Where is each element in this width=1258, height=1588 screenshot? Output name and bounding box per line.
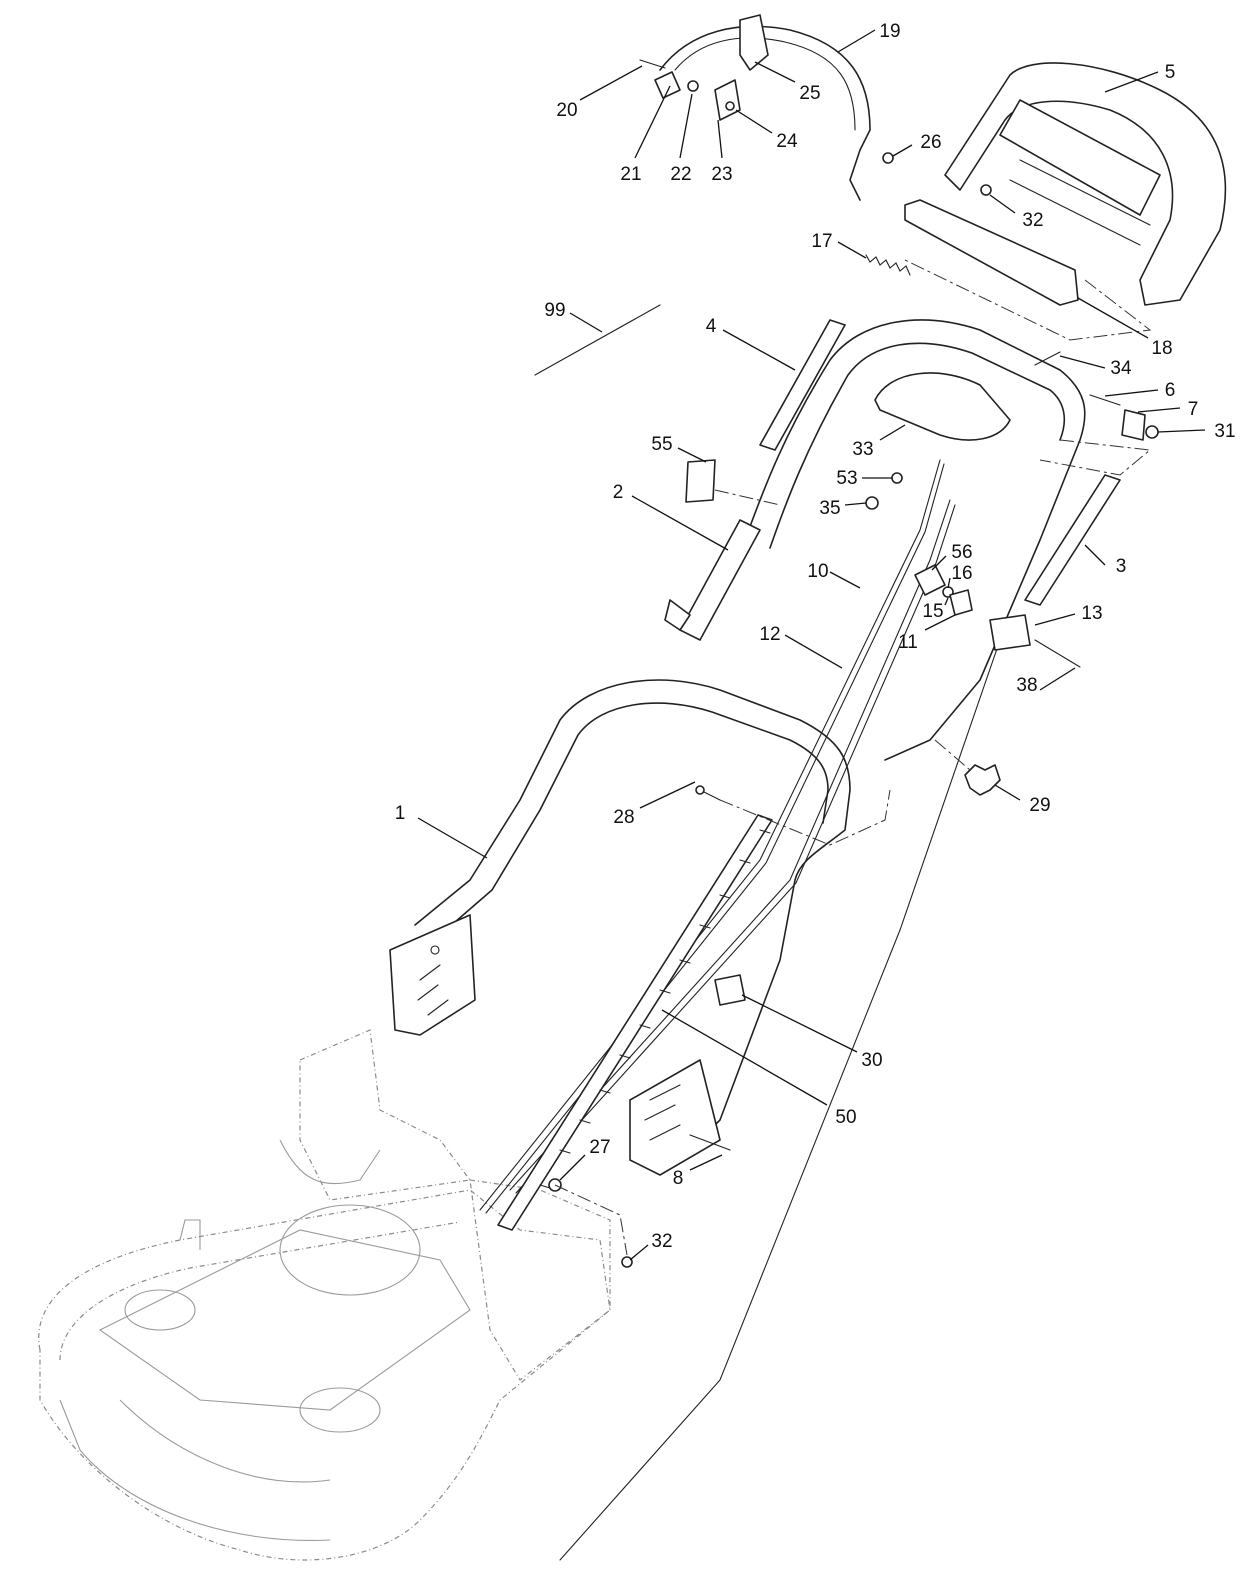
callout-31: 31 [1157, 421, 1236, 442]
callout-label: 23 [711, 164, 732, 185]
bar-18 [904, 199, 1079, 306]
callout-5: 5 [1104, 62, 1176, 93]
callout-13: 13 [1034, 603, 1103, 626]
callout-label: 3 [1116, 556, 1127, 577]
callout-label: 13 [1081, 603, 1102, 624]
rack-50 [497, 814, 773, 1231]
callout-label: 12 [759, 624, 780, 645]
callouts: 1 2 3 4 5 6 7 8 10 11 12 13 15 16 17 18 … [395, 21, 1236, 1261]
callout-35: 35 [819, 498, 867, 519]
callout-24: 24 [735, 109, 798, 152]
reference-lines [554, 259, 1152, 1256]
callout-20: 20 [556, 65, 643, 121]
callout-label: 33 [852, 439, 873, 460]
callout-label: 56 [951, 542, 972, 563]
callout-label: 24 [776, 131, 798, 152]
callout-3: 3 [1084, 544, 1127, 577]
callout-30: 30 [741, 994, 883, 1071]
callout-label: 16 [951, 563, 972, 584]
callout-label: 4 [706, 316, 717, 337]
mower-deck-ghost [38, 1029, 611, 1561]
callout-32-upper: 32 [989, 194, 1044, 231]
callout-label: 8 [673, 1168, 684, 1189]
callout-29: 29 [994, 784, 1051, 816]
callout-50: 50 [661, 1009, 857, 1128]
callout-55: 55 [651, 434, 707, 463]
callout-25: 25 [754, 61, 821, 104]
callout-18: 18 [1077, 297, 1173, 359]
callout-label: 20 [556, 100, 577, 121]
callout-6: 6 [1104, 380, 1176, 401]
callout-label: 28 [613, 807, 634, 828]
callout-34: 34 [1059, 355, 1132, 379]
callout-99: 99 [544, 300, 603, 333]
callout-27: 27 [559, 1137, 611, 1181]
handle-pad [944, 62, 1227, 306]
callout-label: 22 [670, 164, 691, 185]
callout-56: 56 [931, 542, 973, 571]
callout-label: 53 [836, 468, 857, 489]
callout-4: 4 [706, 316, 796, 371]
callout-33: 33 [852, 424, 906, 460]
callout-2: 2 [613, 482, 729, 551]
callout-17: 17 [811, 231, 867, 259]
spring-17 [865, 254, 911, 276]
callout-1: 1 [395, 803, 488, 859]
callout-label: 32 [651, 1231, 672, 1252]
callout-11: 11 [898, 614, 956, 653]
callout-label: 26 [920, 132, 941, 153]
callout-label: 19 [879, 21, 900, 42]
bail-bar [659, 25, 871, 201]
hardware [534, 14, 1159, 1268]
callout-10: 10 [807, 561, 861, 589]
callout-label: 25 [799, 83, 820, 104]
callout-22: 22 [670, 93, 693, 185]
callout-label: 17 [811, 231, 832, 252]
callout-label: 18 [1151, 338, 1172, 359]
callout-label: 5 [1165, 62, 1176, 83]
callout-label: 27 [589, 1137, 610, 1158]
callout-28: 28 [613, 781, 696, 828]
callout-label: 38 [1016, 675, 1037, 696]
callout-26: 26 [892, 132, 942, 157]
callout-label: 99 [544, 300, 565, 321]
lower-handle [389, 679, 851, 1176]
callout-label: 30 [861, 1050, 882, 1071]
callout-38: 38 [1016, 667, 1076, 696]
callout-label: 50 [835, 1107, 856, 1128]
callout-21: 21 [620, 85, 671, 185]
callout-19: 19 [837, 21, 901, 53]
callout-label: 21 [620, 164, 641, 185]
callout-label: 29 [1029, 795, 1050, 816]
callout-label: 11 [898, 632, 918, 653]
callout-label: 55 [651, 434, 672, 455]
callout-23: 23 [711, 119, 733, 185]
callout-label: 2 [613, 482, 624, 503]
callout-7: 7 [1137, 399, 1199, 420]
callout-label: 7 [1188, 399, 1199, 420]
callout-label: 10 [807, 561, 828, 582]
callout-15: 15 [922, 597, 949, 622]
callout-label: 1 [395, 803, 406, 824]
callout-label: 15 [922, 601, 943, 622]
callout-label: 31 [1214, 421, 1235, 442]
callout-label: 34 [1110, 358, 1132, 379]
callout-32-lower: 32 [629, 1231, 673, 1261]
callout-8: 8 [673, 1154, 723, 1189]
callout-label: 6 [1165, 380, 1176, 401]
callout-53: 53 [836, 468, 892, 489]
callout-label: 32 [1022, 210, 1043, 231]
callout-12: 12 [759, 624, 843, 669]
callout-16: 16 [947, 563, 973, 589]
callout-label: 35 [819, 498, 840, 519]
